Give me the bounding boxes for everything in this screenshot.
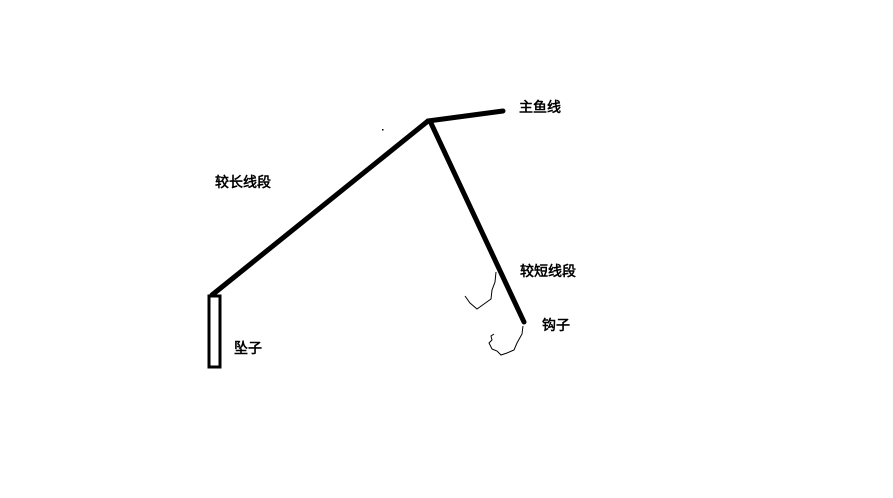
label-sinker: 坠子 xyxy=(234,341,262,357)
label-hook: 钩子 xyxy=(542,318,570,334)
hook-sketch-lower xyxy=(488,325,524,356)
short-segment-line xyxy=(427,118,527,325)
label-long-segment: 较长线段 xyxy=(215,175,271,191)
label-main-line: 主鱼线 xyxy=(519,100,561,116)
long-segment-line xyxy=(209,118,431,298)
stray-dot xyxy=(382,129,384,131)
main-line xyxy=(425,108,506,124)
sinker-shape xyxy=(207,294,222,369)
label-short-segment: 较短线段 xyxy=(520,264,576,280)
hook-sketch-upper xyxy=(464,271,497,310)
